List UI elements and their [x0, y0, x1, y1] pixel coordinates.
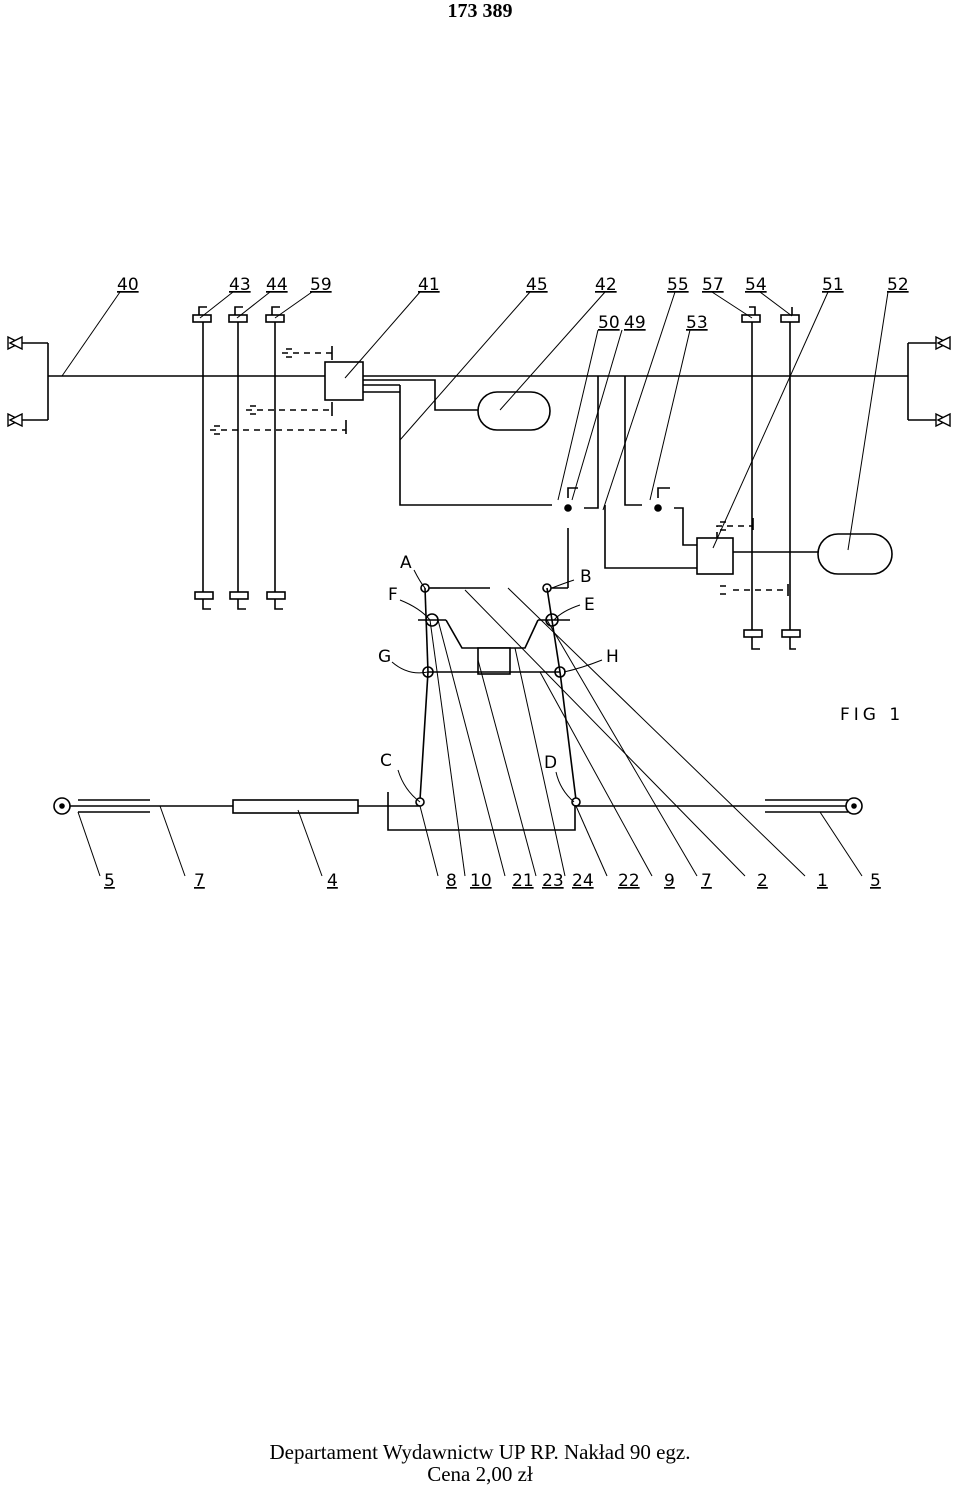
label-E: E — [584, 595, 595, 615]
label-45: 45 — [526, 275, 548, 295]
label-52: 52 — [887, 275, 909, 295]
label-49: 49 — [624, 313, 646, 333]
cylinder-4 — [232, 799, 359, 814]
control-valve-41 — [324, 361, 364, 401]
left-coupling-head-bottom-icon — [7, 412, 23, 428]
label-53: 53 — [686, 313, 708, 333]
valve-53-icon — [642, 487, 674, 518]
connector-top-43-icon — [192, 306, 212, 323]
connector-bottom-59-icon — [266, 591, 286, 610]
label-42: 42 — [595, 275, 617, 295]
label-H: H — [606, 647, 619, 667]
three-way-valve-50-icon — [552, 487, 584, 528]
label-B: B — [580, 567, 592, 587]
label-bottom-4: 4 — [327, 871, 338, 891]
footer-price: Cena 2,00 zł — [427, 1462, 533, 1486]
connector-bottom-44-icon — [229, 591, 249, 610]
label-51: 51 — [822, 275, 844, 295]
label-54: 54 — [745, 275, 767, 295]
label-F: F — [388, 585, 398, 605]
label-bottom-22: 22 — [618, 871, 640, 891]
label-59: 59 — [310, 275, 332, 295]
label-57: 57 — [702, 275, 724, 295]
label-bottom-1: 1 — [817, 871, 828, 891]
connector-top-59-icon — [265, 306, 285, 323]
connector-bottom-43-icon — [194, 591, 214, 610]
label-bottom-8: 8 — [446, 871, 457, 891]
label-bottom-10: 10 — [470, 871, 492, 891]
label-bottom-24: 24 — [572, 871, 594, 891]
label-50: 50 — [598, 313, 620, 333]
label-bottom-5-right: 5 — [870, 871, 881, 891]
joint-D — [571, 797, 581, 807]
right-coupling-head-top-icon — [935, 335, 951, 351]
label-41: 41 — [418, 275, 440, 295]
label-40: 40 — [117, 275, 139, 295]
label-G: G — [378, 647, 391, 667]
air-reservoir-52 — [817, 533, 893, 575]
lever-block — [477, 647, 511, 675]
label-bottom-5-left: 5 — [104, 871, 115, 891]
connector-bottom-57-icon — [743, 629, 763, 650]
connector-bottom-54-icon — [781, 629, 801, 650]
label-bottom-21: 21 — [512, 871, 534, 891]
label-44: 44 — [266, 275, 288, 295]
air-reservoir-45 — [477, 391, 551, 431]
brake-actuator — [490, 570, 545, 605]
label-bottom-9: 9 — [664, 871, 675, 891]
label-43: 43 — [229, 275, 251, 295]
connector-top-57-icon — [741, 306, 761, 323]
label-55: 55 — [667, 275, 689, 295]
label-bottom-2: 2 — [757, 871, 768, 891]
label-bottom-23: 23 — [542, 871, 564, 891]
figure-caption: FIG 1 — [840, 705, 904, 725]
left-coupling-head-top-icon — [7, 335, 23, 351]
label-bottom-7-right: 7 — [701, 871, 712, 891]
label-A: A — [400, 553, 412, 573]
label-C: C — [380, 751, 392, 771]
label-D: D — [544, 753, 557, 773]
label-bottom-7-left: 7 — [194, 871, 205, 891]
footer-publisher: Departament Wydawnictw UP RP. Nakład 90 … — [269, 1440, 691, 1464]
right-coupling-head-bottom-icon — [935, 412, 951, 428]
connector-top-44-icon — [228, 306, 248, 323]
page-number: 173 389 — [447, 0, 513, 22]
